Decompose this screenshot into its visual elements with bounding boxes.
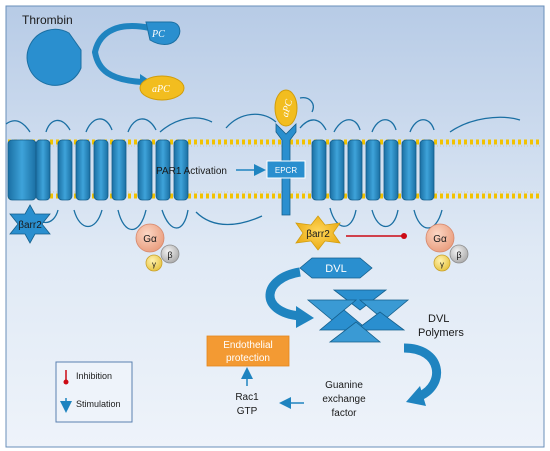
dvl-label: DVL: [325, 263, 346, 275]
dvl-hexagon: [299, 257, 373, 279]
inhibition-end-dot: [401, 233, 407, 239]
barr2-left-label: βarr2: [18, 220, 42, 231]
polymers-to-gef-arrow: [403, 343, 441, 401]
barr2-right-label: βarr2: [306, 229, 330, 240]
rac1-label-line2: GTP: [237, 406, 258, 417]
left-receptor-helices: [7, 139, 189, 201]
epcr-label: EPCR: [275, 166, 297, 175]
galpha-right-circle: [425, 223, 455, 253]
pc-shape: [145, 21, 181, 45]
legend-inhibition-label: Inhibition: [76, 371, 112, 381]
dvl-to-polymers-arrow: [265, 267, 301, 321]
epcr-box: [266, 160, 306, 179]
dvl-polymers-label-line1: DVL: [428, 313, 449, 325]
dvl-to-polymers-arrowhead: [296, 306, 314, 328]
gef-label-line2: exchange: [322, 394, 366, 405]
left-receptor-extracellular-loops: [5, 113, 277, 133]
endothelial-label-line2: protection: [226, 353, 270, 364]
gef-label-line1: Guanine: [325, 380, 363, 391]
par1-activation-label: PAR1 Activation: [156, 166, 227, 177]
membrane-lipid-layers: [8, 139, 542, 199]
thrombin-pacman-shape: [26, 28, 82, 86]
thrombin-to-pc-arrow: [92, 23, 153, 55]
dvl-polymers-label-line2: Polymers: [418, 327, 464, 339]
legend-inhibition-dot: [63, 379, 69, 385]
apc-free-label: aPC: [152, 84, 170, 95]
pc-label: PC: [151, 29, 165, 40]
dvl-polymers-shape: [306, 289, 410, 343]
ggamma-left-circle: [145, 254, 163, 272]
right-receptor-extracellular-loops: [299, 116, 521, 133]
endothelial-label-line1: Endothelial: [223, 340, 272, 351]
gbeta-right-circle: [449, 244, 469, 264]
galpha-left-label: Gα: [143, 234, 157, 245]
pc-to-apc-arrow: [92, 51, 143, 85]
right-receptor-helices: [311, 139, 435, 201]
ggamma-left-label: γ: [152, 260, 156, 269]
polymers-to-gef-arrowhead: [406, 386, 426, 406]
galpha-left-circle: [135, 223, 165, 253]
legend-stimulation-label: Stimulation: [76, 399, 121, 409]
right-receptor-intracellular-loops: [329, 207, 443, 229]
rac1-label-line1: Rac1: [235, 392, 259, 403]
ggamma-right-circle: [433, 254, 451, 272]
apc-free-shape: [139, 75, 185, 101]
barr2-left-star: [9, 204, 51, 244]
thrombin-label: Thrombin: [22, 13, 73, 27]
ggamma-right-label: γ: [440, 260, 444, 269]
apc-bound-label: aPC: [280, 98, 295, 118]
barr2-right-star: [295, 215, 341, 251]
galpha-right-label: Gα: [433, 234, 447, 245]
apc-bound-shape: [274, 89, 298, 127]
gbeta-left-circle: [160, 244, 180, 264]
endothelial-protection-box: [206, 335, 290, 367]
gbeta-left-label: β: [167, 250, 172, 260]
gbeta-right-label: β: [456, 250, 461, 260]
gef-label-line3: factor: [331, 408, 357, 419]
left-receptor-intracellular-loops: [29, 207, 263, 230]
